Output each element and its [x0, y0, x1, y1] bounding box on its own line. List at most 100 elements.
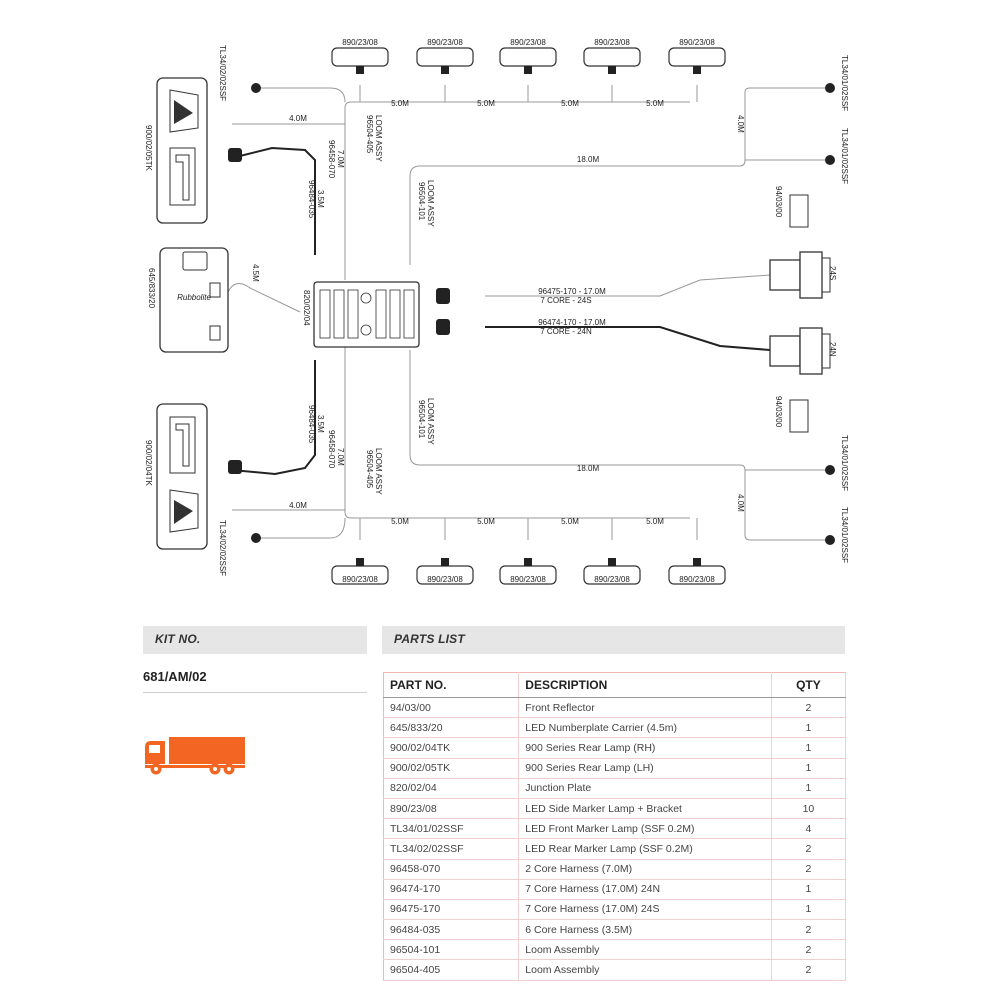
part-no-cell: 96475-170: [383, 899, 520, 921]
part-no-cell: 96504-101: [383, 939, 520, 961]
rear-lamp-lh: [156, 77, 208, 224]
top-marker-drops: [359, 85, 698, 102]
front-reflector-top: [789, 194, 809, 228]
part-no-cell: 820/02/04: [383, 778, 520, 799]
junction-label: 820/02/04: [302, 290, 311, 326]
len-3-5m-label: 3.5M: [316, 190, 325, 208]
qty-cell: 1: [771, 717, 847, 739]
part-no-cell: 96474-170: [383, 879, 520, 900]
len-3-5m-label: 3.5M: [316, 415, 325, 433]
description-cell: LED Front Marker Lamp (SSF 0.2M): [518, 818, 772, 840]
connector-24s-plug: [436, 288, 450, 304]
seg-5m-label: 5.0M: [391, 517, 409, 526]
connector-24n-plug: [436, 319, 450, 335]
qty-cell: 4: [771, 818, 847, 840]
reflector-label: 94/03/00: [774, 396, 783, 428]
rh-lamp-harness: [231, 360, 316, 476]
numberplate-carrier: [159, 247, 229, 353]
tl-rear-label: TL34/02/02SSF: [218, 45, 227, 101]
description-cell: 900 Series Rear Lamp (LH): [518, 758, 772, 779]
seg-5m-label: 5.0M: [477, 517, 495, 526]
qty-cell: 1: [771, 879, 847, 900]
qty-cell: 2: [771, 697, 847, 719]
side-marker-label: 890/23/08: [594, 575, 630, 584]
len-18m-label: 18.0M: [577, 155, 600, 164]
side-marker-lamp-top: 890/23/08: [499, 38, 557, 74]
len-4m-label: 4.0M: [289, 114, 307, 123]
description-cell: Loom Assembly: [518, 939, 772, 961]
len-4m-label: 4.0M: [289, 501, 307, 510]
loom-405-label: 96504-405: [365, 115, 374, 154]
side-marker-label: 890/23/08: [679, 38, 715, 47]
numberplate-wire: [224, 283, 301, 313]
side-marker-label: 890/23/08: [679, 575, 715, 584]
numberplate-brand: Rubbolite: [177, 293, 211, 302]
description-cell: 7 Core Harness (17.0M) 24S: [518, 899, 772, 921]
side-marker-label: 890/23/08: [342, 575, 378, 584]
socket-24s-label: 24S: [828, 266, 837, 280]
rear-lamp-rh: [156, 403, 208, 550]
front-marker-lamp: [825, 465, 835, 475]
qty-cell: 2: [771, 838, 847, 860]
junction-plate: [313, 281, 420, 348]
col-part-no: PART NO.: [383, 672, 520, 698]
tl-front-label: TL34/01/02SSF: [840, 128, 849, 184]
side-marker-label: 890/23/08: [594, 38, 630, 47]
top-marker-bus: [344, 101, 690, 109]
len-18m-label: 18.0M: [577, 464, 600, 473]
description-cell: Front Reflector: [518, 697, 772, 719]
len-4m-front-top: 4.0M: [736, 115, 745, 133]
truck-icon: [145, 737, 245, 775]
qty-cell: 1: [771, 899, 847, 921]
part-no-cell: 96484-035: [383, 919, 520, 941]
top-loom-101-wire: [409, 159, 746, 265]
description-cell: 7 Core Harness (17.0M) 24N: [518, 879, 772, 900]
seg-5m-label: 5.0M: [646, 99, 664, 108]
part-no-cell: 890/23/08: [383, 798, 520, 820]
side-marker-label: 890/23/08: [427, 575, 463, 584]
side-marker-lamp-top: 890/23/08: [331, 38, 389, 74]
kit-number: 681/AM/02: [143, 669, 207, 684]
harness-475-label: 96475-170 - 17.0M: [538, 287, 606, 296]
part-no-cell: 645/833/20: [383, 717, 520, 739]
harness-458-label: 96458-070: [327, 140, 336, 179]
side-marker-lamp-top: 890/23/08: [668, 38, 726, 74]
loom-assy-label: LOOM ASSY: [426, 398, 435, 445]
part-no-cell: 900/02/04TK: [383, 737, 520, 759]
top-front-marker-4m: [744, 87, 830, 161]
loom-405-label: 96504-405: [365, 450, 374, 489]
socket-24s: [769, 251, 831, 299]
loom-assy-label: LOOM ASSY: [374, 448, 383, 495]
loom-101-label: 96504-101: [417, 400, 426, 439]
tl-front-label: TL34/01/02SSF: [840, 435, 849, 491]
side-marker-label: 890/23/08: [342, 38, 378, 47]
harness-474-core-label: 7 CORE - 24N: [540, 327, 592, 336]
lamp-rh-label: 900/02/04TK: [144, 440, 153, 486]
part-no-cell: 900/02/05TK: [383, 758, 520, 779]
len-4m-front-bottom: 4.0M: [736, 494, 745, 512]
parts-list-heading: PARTS LIST: [394, 632, 465, 646]
part-no-cell: TL34/02/02SSF: [383, 838, 520, 860]
lamp-lh-label: 900/02/05TK: [144, 125, 153, 171]
kit-divider: [143, 692, 367, 693]
loom-assy-label: LOOM ASSY: [426, 180, 435, 227]
qty-cell: 1: [771, 758, 847, 779]
parts-list-header: PARTS LIST: [382, 626, 845, 654]
parts-table-header-row: PART NO. DESCRIPTION QTY: [383, 672, 847, 698]
qty-cell: 10: [771, 798, 847, 820]
reflector-label: 94/03/00: [774, 186, 783, 218]
front-marker-lamp: [825, 535, 835, 545]
tl-front-label: TL34/01/02SSF: [840, 55, 849, 111]
numberplate-label: 645/833/20: [147, 268, 156, 309]
seg-5m-label: 5.0M: [391, 99, 409, 108]
socket-24n: [769, 327, 831, 375]
